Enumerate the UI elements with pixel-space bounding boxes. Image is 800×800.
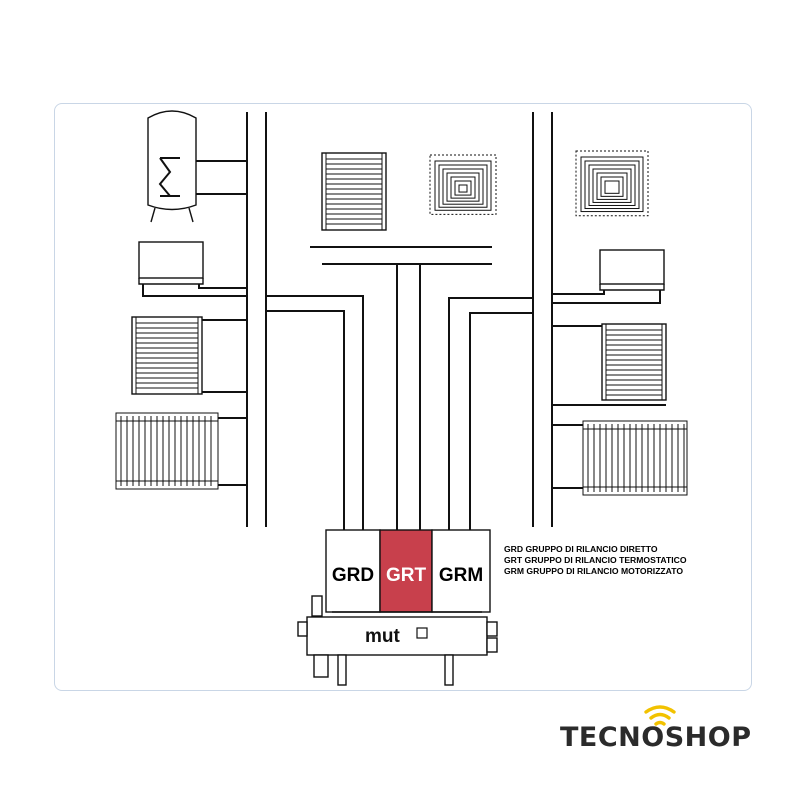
floor-heating-coil-center [429,154,497,215]
fan-coil-right [599,249,665,291]
legend: GRD GRUPPO DI RILANCIO DIRETTO GRT GRUPP… [504,544,687,576]
floor-heating-coil-right [575,150,649,217]
towel-radiator-center [321,152,387,231]
module-group: GRD GRT GRM [325,529,491,613]
brand-logo-text: TECNOSHOP [560,722,752,753]
column-radiator-right [582,420,688,496]
column-radiator-left [115,412,219,490]
module-label-grm: GRM [439,565,483,586]
fan-coil-left [138,241,204,285]
towel-radiator-left [131,316,203,395]
legend-item-grt: GRT GRUPPO DI RILANCIO TERMOSTATICO [504,555,687,565]
module-box-grt [379,529,433,613]
manifold [297,595,498,686]
towel-radiator-right [601,323,667,401]
wifi-icon [644,705,676,726]
module-label-grt: GRT [386,565,427,586]
legend-item-grm: GRM GRUPPO DI RILANCIO MOTORIZZATO [504,566,683,576]
manifold-label: mut [365,626,401,647]
module-label-grd: GRD [332,565,374,586]
piping [266,264,533,532]
boiler-tank [147,110,197,223]
legend-item-grd: GRD GRUPPO DI RILANCIO DIRETTO [504,544,658,554]
manifold-logo-square [416,627,428,639]
